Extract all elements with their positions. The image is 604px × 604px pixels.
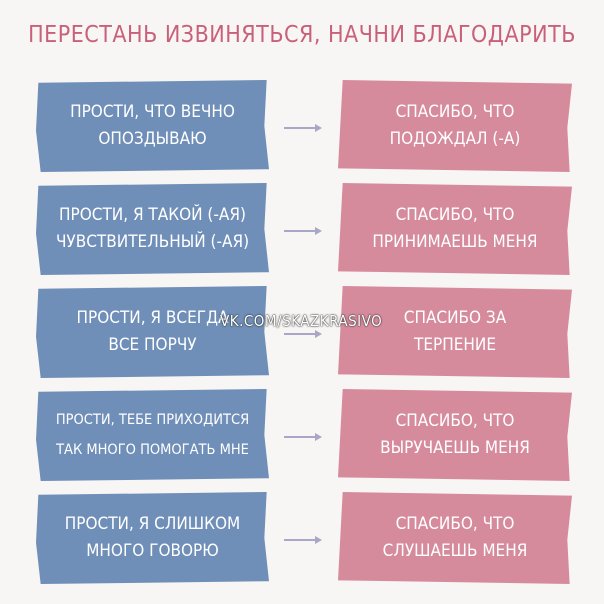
phrase-row: ПРОСТИ, Я ТАКОЙ (-АЯ) ЧУВСТВИТЕЛЬНЫЙ (-А… (0, 183, 604, 286)
sorry-card: ПРОСТИ, ТЕБЕ ПРИХОДИТСЯ ТАК МНОГО ПОМОГА… (36, 389, 269, 481)
phrase-row: ПРОСТИ, ЧТО ВЕЧНО ОПОЗДЫВАЮ СПАСИБО, ЧТО… (0, 80, 604, 183)
thanks-line: СПАСИБО, ЧТО (395, 102, 515, 122)
phrase-row: ПРОСТИ, ТЕБЕ ПРИХОДИТСЯ ТАК МНОГО ПОМОГА… (0, 389, 604, 492)
thanks-card: СПАСИБО, ЧТО ПРИНИМАЕШЬ МЕНЯ (338, 183, 572, 275)
arrow-right-icon (284, 227, 322, 235)
sorry-line: МНОГО ГОВОРЮ (86, 541, 219, 561)
sorry-line: ПРОСТИ, ЧТО ВЕЧНО (70, 102, 235, 122)
sorry-line: ПРОСТИ, Я СЛИШКОМ (64, 514, 241, 534)
sorry-line: ТАК МНОГО ПОМОГАТЬ МНЕ (56, 442, 249, 458)
thanks-line: СПАСИБО, ЧТО (395, 514, 515, 534)
sorry-card: ПРОСТИ, Я ТАКОЙ (-АЯ) ЧУВСТВИТЕЛЬНЫЙ (-А… (36, 183, 269, 275)
thanks-line: ВЫРУЧАЕШЬ МЕНЯ (380, 438, 530, 458)
thanks-line: СПАСИБО, ЧТО (395, 205, 515, 225)
sorry-line: ВСЕ ПОРЧУ (108, 335, 197, 355)
sorry-line: ОПОЗДЫВАЮ (98, 129, 207, 149)
page-title: ПЕРЕСТАНЬ ИЗВИНЯТЬСЯ, НАЧНИ БЛАГОДАРИТЬ (28, 22, 576, 48)
thanks-line: ТЕРПЕНИЕ (414, 335, 496, 355)
sorry-line: ПРОСТИ, Я ТАКОЙ (-АЯ) (59, 205, 246, 225)
sorry-line: ЧУВСТВИТЕЛЬНЫЙ (-АЯ) (55, 232, 250, 252)
arrow-right-icon (284, 330, 322, 338)
arrow-right-icon (284, 124, 322, 132)
phrase-row: ПРОСТИ, Я СЛИШКОМ МНОГО ГОВОРЮ СПАСИБО, … (0, 492, 604, 595)
arrow-right-icon (284, 536, 322, 544)
sorry-card: ПРОСТИ, Я СЛИШКОМ МНОГО ГОВОРЮ (36, 492, 269, 584)
thanks-line: СПАСИБО ЗА (403, 308, 507, 328)
sorry-line: ПРОСТИ, ТЕБЕ ПРИХОДИТСЯ (55, 411, 250, 428)
thanks-line: ПРИНИМАЕШЬ МЕНЯ (372, 232, 538, 252)
phrase-row: ПРОСТИ, Я ВСЕГДА ВСЕ ПОРЧУ СПАСИБО ЗА ТЕ… (0, 286, 604, 389)
sorry-card: ПРОСТИ, Я ВСЕГДА ВСЕ ПОРЧУ (36, 286, 269, 378)
watermark: VK.COM/SKAZKRASIVO (220, 312, 383, 330)
thanks-card: СПАСИБО, ЧТО ПОДОЖДАЛ (-А) (338, 80, 572, 172)
sorry-card: ПРОСТИ, ЧТО ВЕЧНО ОПОЗДЫВАЮ (36, 80, 269, 172)
phrase-list: ПРОСТИ, ЧТО ВЕЧНО ОПОЗДЫВАЮ СПАСИБО, ЧТО… (0, 80, 604, 595)
arrow-right-icon (284, 433, 322, 441)
thanks-line: ПОДОЖДАЛ (-А) (389, 129, 521, 149)
thanks-line: СЛУШАЕШЬ МЕНЯ (382, 541, 528, 561)
thanks-card: СПАСИБО ЗА ТЕРПЕНИЕ (338, 286, 572, 378)
thanks-line: СПАСИБО, ЧТО (395, 411, 515, 431)
sorry-line: ПРОСТИ, Я ВСЕГДА (76, 308, 229, 328)
thanks-card: СПАСИБО, ЧТО СЛУШАЕШЬ МЕНЯ (338, 492, 572, 584)
thanks-card: СПАСИБО, ЧТО ВЫРУЧАЕШЬ МЕНЯ (338, 389, 572, 481)
